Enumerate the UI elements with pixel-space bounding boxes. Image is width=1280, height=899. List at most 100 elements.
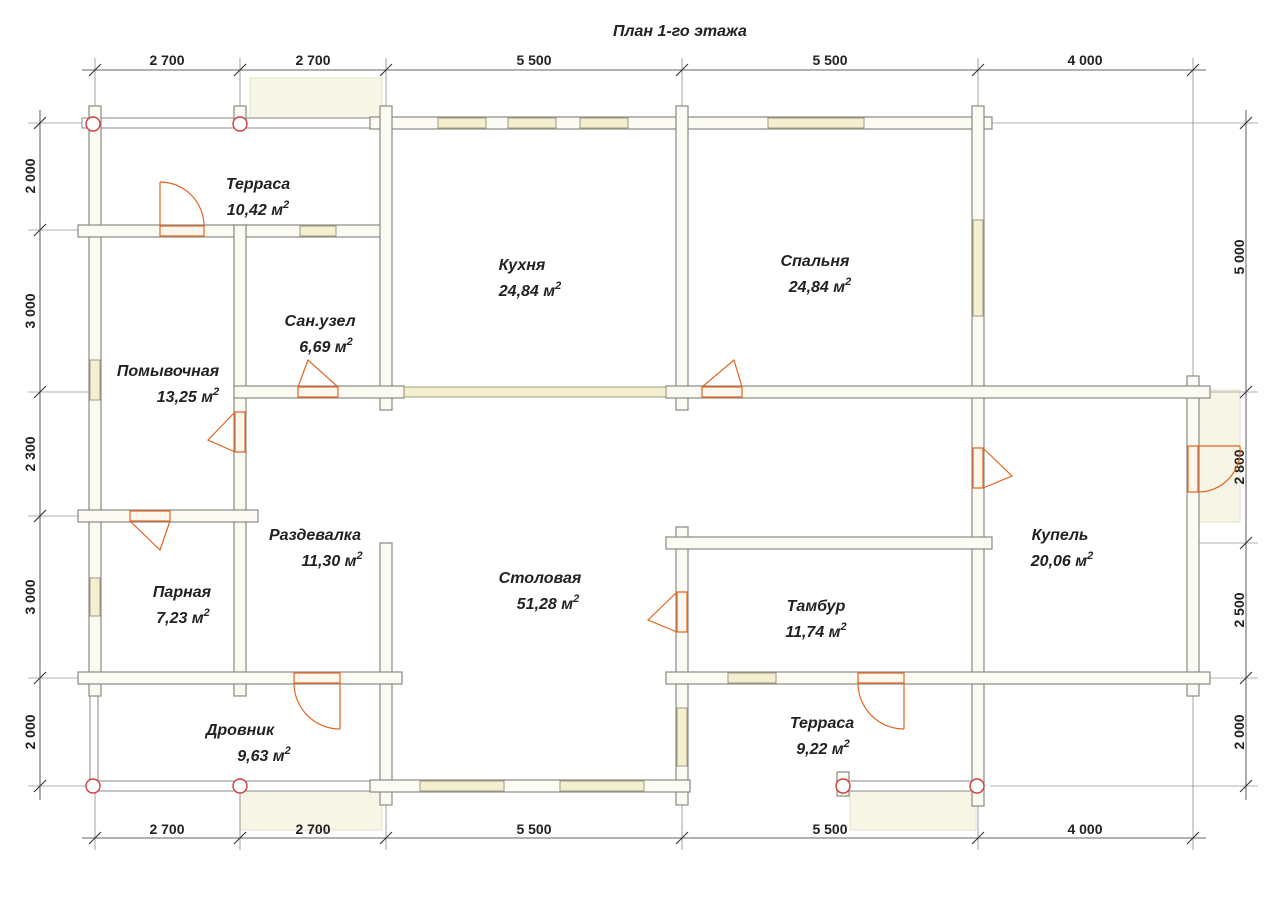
room-name: Сан.узел (284, 313, 355, 330)
dim-top-1: 2 700 (149, 52, 184, 68)
door-terrace-opening (159, 225, 205, 237)
room-bathroom: Сан.узел 6,69 м2 (284, 313, 355, 356)
wall-x240 (233, 224, 247, 697)
room-area: 11,74 м (785, 624, 840, 641)
post-6 (969, 778, 985, 794)
wall-y678-left (77, 671, 403, 685)
room-terrace-top: Терраса 10,42 м2 (226, 176, 290, 219)
window-washroom (89, 359, 101, 401)
window-bedroom-top (767, 117, 865, 129)
room-sauna: Парная 7,23 м2 (153, 584, 212, 627)
dim-top-4: 5 500 (812, 52, 847, 68)
room-name: Терраса (226, 176, 290, 193)
dim-left-3: 2 300 (22, 436, 38, 471)
dim-bottom-5: 4 000 (1067, 821, 1102, 837)
room-labels: Терраса 10,42 м2 Кухня 24,84 м2 Спальня … (117, 176, 1093, 765)
room-area-unit: 2 (554, 280, 561, 292)
room-area-unit: 2 (284, 745, 291, 757)
svg-text:11,74 м2: 11,74 м2 (785, 621, 846, 641)
post-5 (835, 778, 851, 794)
svg-text:11,30 м2: 11,30 м2 (301, 550, 362, 570)
room-name: Терраса (790, 715, 854, 732)
window-bedroom-side (972, 219, 984, 317)
railing-top-terrace (81, 117, 383, 129)
window-terrace-side (676, 707, 688, 767)
dim-left-4: 3 000 (22, 579, 38, 614)
room-area: 24,84 м (498, 283, 555, 300)
room-name: Кухня (499, 257, 546, 274)
dim-left-1: 2 000 (22, 158, 38, 193)
room-area: 11,30 м (301, 553, 356, 570)
door-kupel-opening (972, 447, 984, 489)
door-bottom-terrace-opening (857, 672, 905, 684)
room-area: 7,23 м (156, 610, 204, 627)
room-area-unit: 2 (844, 276, 851, 288)
room-area-unit: 2 (572, 593, 579, 605)
dim-right-3: 2 500 (1231, 592, 1247, 627)
room-woodshed: Дровник 9,63 м2 (204, 722, 291, 765)
room-area-unit: 2 (212, 386, 219, 398)
svg-text:9,22 м2: 9,22 м2 (796, 738, 850, 758)
dimension-labels: 2 700 2 700 5 500 5 500 4 000 2 700 2 70… (22, 52, 1247, 837)
room-kitchen: Кухня 24,84 м2 (498, 257, 561, 300)
svg-text:6,69 м2: 6,69 м2 (299, 336, 353, 356)
post-2 (232, 116, 248, 132)
svg-text:9,63 м2: 9,63 м2 (237, 745, 291, 765)
post-3 (85, 778, 101, 794)
room-name: Раздевалка (269, 527, 361, 544)
room-area-unit: 2 (1086, 550, 1093, 562)
dim-top-3: 5 500 (516, 52, 551, 68)
room-name: Тамбур (787, 598, 846, 615)
post-1 (85, 116, 101, 132)
room-area-unit: 2 (282, 199, 289, 211)
dimension-ticks (33, 63, 1253, 845)
room-area-unit: 2 (346, 336, 353, 348)
dim-top-2: 2 700 (295, 52, 330, 68)
wall-x1193 (1186, 375, 1200, 697)
windows (89, 117, 984, 792)
wall-y392-right (665, 385, 1211, 399)
window-kitchen-3 (579, 117, 629, 129)
deck-bottom-right (849, 787, 977, 831)
room-area-unit: 2 (356, 550, 363, 562)
dim-bottom-1: 2 700 (149, 821, 184, 837)
room-name: Помывочная (117, 363, 220, 380)
posts (85, 116, 985, 794)
railings (81, 117, 979, 792)
svg-text:24,84 м2: 24,84 м2 (498, 280, 561, 300)
room-vestibule: Тамбур 11,74 м2 (785, 598, 846, 641)
wall-x386-top (379, 105, 393, 411)
dim-right-1: 5 000 (1231, 239, 1247, 274)
room-name: Столовая (499, 570, 582, 587)
room-area: 10,42 м (227, 202, 283, 219)
svg-text:13,25 м2: 13,25 м2 (157, 386, 219, 406)
deck-bottom-left (239, 787, 383, 831)
svg-text:20,06 м2: 20,06 м2 (1030, 550, 1093, 570)
dim-bottom-2: 2 700 (295, 821, 330, 837)
dim-bottom-4: 5 500 (812, 821, 847, 837)
dim-right-4: 2 000 (1231, 714, 1247, 749)
wall-x682-top (675, 105, 689, 411)
dim-top-5: 4 000 (1067, 52, 1102, 68)
room-area: 24,84 м (788, 279, 845, 296)
svg-text:7,23 м2: 7,23 м2 (156, 607, 210, 627)
window-tambour (727, 672, 777, 684)
room-plunge-pool: Купель 20,06 м2 (1030, 527, 1093, 570)
room-name: Парная (153, 584, 212, 601)
door-woodshed-opening (293, 672, 341, 684)
extension-lines (28, 58, 1258, 850)
room-area-unit: 2 (843, 738, 850, 750)
svg-text:51,28 м2: 51,28 м2 (517, 593, 579, 613)
room-name: Спальня (781, 253, 851, 270)
door-outer-right-opening (1187, 445, 1199, 493)
svg-text:24,84 м2: 24,84 м2 (788, 276, 851, 296)
doors (129, 181, 1241, 730)
room-area: 20,06 м (1030, 553, 1087, 570)
window-dining-2 (559, 780, 645, 792)
room-dining: Столовая 51,28 м2 (499, 570, 582, 613)
room-changing: Раздевалка 11,30 м2 (269, 527, 363, 570)
deck-right (1197, 389, 1241, 523)
room-area: 13,25 м (157, 389, 213, 406)
dim-right-2: 2 800 (1231, 449, 1247, 484)
